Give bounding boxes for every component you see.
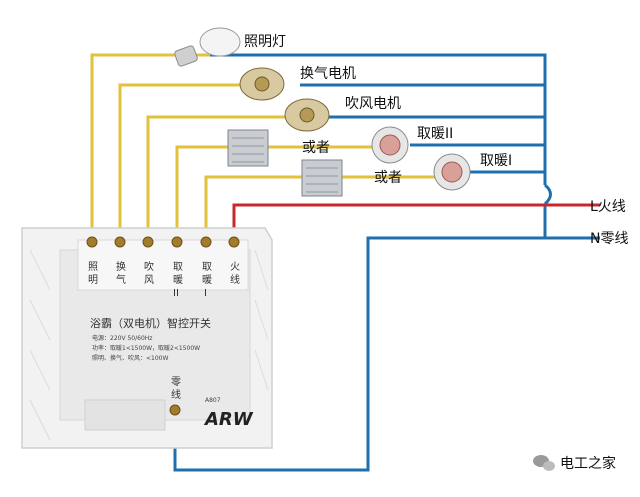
terminal-label-blower-2: 风 xyxy=(144,274,154,286)
label-live: L火线 xyxy=(590,199,626,215)
terminal-label-live-1: 火 xyxy=(230,261,240,273)
heater-panel-icon xyxy=(301,159,343,197)
watermark: 电工之家 xyxy=(533,455,616,472)
wechat-icon xyxy=(533,455,555,471)
heater-panel-icon xyxy=(227,129,269,167)
wire-neutral xyxy=(173,236,600,472)
heat-lamp-icon xyxy=(371,126,409,164)
switch-model: A807 xyxy=(205,397,221,404)
wire-blower xyxy=(146,115,300,240)
blue-return-wires xyxy=(173,53,600,472)
switch-body xyxy=(21,227,273,449)
terminal-label-heater1-1: 取 xyxy=(202,261,212,273)
label-or-2: 或者 xyxy=(374,170,402,186)
wire-heater2-a xyxy=(175,145,230,240)
switch-logo: ARW xyxy=(203,409,254,430)
terminal-label-lamp-2: 明 xyxy=(88,274,98,286)
wire-lamp-return xyxy=(210,53,547,185)
wire-lamp xyxy=(90,53,210,240)
terminal-label-heater2-3: II xyxy=(173,288,179,299)
switch-spec-3: 照明、换气、吹风：<100W xyxy=(92,354,168,362)
label-neutral: N零线 xyxy=(590,231,628,247)
label-blower-motor: 吹风电机 xyxy=(345,96,401,112)
terminal-label-heater1-3: I xyxy=(204,288,207,299)
label-heater-2: 取暖II xyxy=(417,126,453,142)
wire-heater1-a xyxy=(204,175,305,240)
terminal-labels: 照 明 换 气 吹 风 取 暖 II 取 暖 I 火 线 零 线 xyxy=(88,260,240,401)
heat-lamp-icon xyxy=(433,153,471,191)
terminal-label-lamp-1: 照 xyxy=(88,261,98,273)
lamp-icon xyxy=(174,27,241,67)
terminal-label-live-2: 线 xyxy=(230,273,240,286)
wire-vent xyxy=(118,83,255,240)
label-heater-1: 取暖I xyxy=(480,153,512,169)
wire-crossover-bump xyxy=(543,183,552,206)
switch-ribs xyxy=(29,249,269,441)
motor-icon xyxy=(284,98,330,132)
terminal-label-neutral-1: 零 xyxy=(171,376,181,388)
label-vent-motor: 换气电机 xyxy=(300,65,356,82)
terminal-label-vent-2: 气 xyxy=(116,273,126,286)
terminal-label-heater1-2: 暖 xyxy=(202,273,212,286)
terminal-screws xyxy=(86,236,240,416)
switch-name: 浴霸（双电机）智控开关 xyxy=(90,316,211,330)
label-or-1: 或者 xyxy=(302,140,330,156)
motor-icon xyxy=(239,67,285,101)
terminal-label-vent-1: 换 xyxy=(116,260,126,273)
terminal-label-blower-1: 吹 xyxy=(144,260,154,273)
yellow-load-wires xyxy=(90,53,450,240)
terminal-label-heater2-1: 取 xyxy=(173,261,183,273)
watermark-text: 电工之家 xyxy=(560,455,616,472)
label-lamp: 照明灯 xyxy=(244,34,286,50)
switch-spec-1: 电源：220V 50/60Hz xyxy=(92,334,152,342)
switch-spec-2: 功率：取暖1<1500W，取暖2<1500W xyxy=(92,344,200,352)
terminal-label-neutral-2: 线 xyxy=(171,388,181,401)
terminal-label-heater2-2: 暖 xyxy=(173,273,183,286)
